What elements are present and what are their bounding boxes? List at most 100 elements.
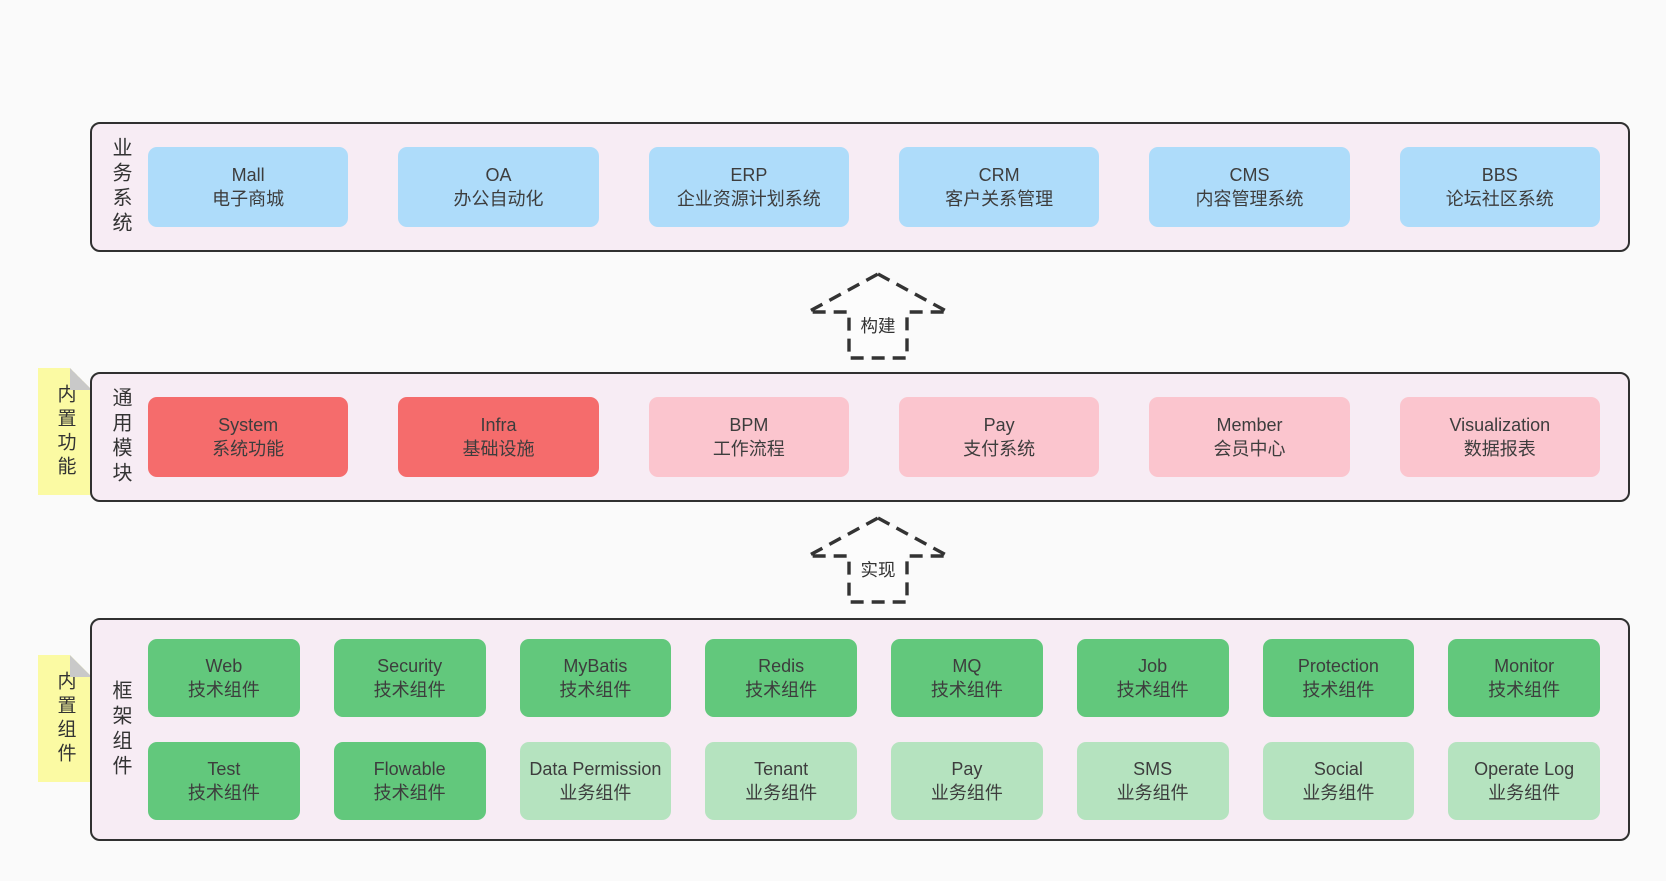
box-title: Web: [205, 656, 243, 676]
box-subtitle: 技术组件: [373, 783, 446, 803]
panel-common-modules: 通用模块 System 系统功能 Infra 基础设施 BPM 工作流程 Pay…: [90, 372, 1630, 502]
box-operate-log: Operate Log 业务组件: [1448, 742, 1600, 820]
box-subtitle: 技术组件: [559, 680, 632, 700]
box-subtitle: 技术组件: [1302, 680, 1375, 700]
box-subtitle: 技术组件: [1488, 680, 1561, 700]
box-title: Job: [1138, 656, 1168, 676]
box-title: Visualization: [1449, 415, 1551, 435]
panel-label-text: 业务系统: [109, 137, 131, 237]
box-job: Job 技术组件: [1076, 639, 1229, 717]
box-visualization: Visualization 数据报表: [1399, 397, 1600, 477]
box-flowable: Flowable 技术组件: [333, 742, 486, 820]
box-data-permission: Data Permission 业务组件: [519, 742, 672, 820]
box-title: MQ: [952, 656, 982, 676]
build-arrow-icon: 构建: [807, 272, 949, 360]
box-title: Monitor: [1494, 656, 1555, 676]
panel-label-text: 通用模块: [109, 387, 131, 487]
box-title: Redis: [758, 656, 805, 676]
implement-arrow-label: 实现: [861, 560, 896, 580]
box-member: Member 会员中心: [1149, 397, 1350, 477]
box-title: Pay: [951, 759, 983, 779]
box-mq: MQ 技术组件: [891, 639, 1043, 717]
build-arrow-label: 构建: [861, 316, 896, 336]
box-subtitle: 业务组件: [559, 783, 632, 803]
box-subtitle: 业务组件: [1488, 783, 1561, 803]
panel-framework-components: 框架组件 Web 技术组件 Security 技术组件 MyBatis 技术组件…: [90, 618, 1630, 841]
box-protection: Protection 技术组件: [1262, 639, 1415, 717]
box-subtitle: 会员中心: [1213, 439, 1286, 459]
box-pay-module: Pay 支付系统: [898, 397, 1100, 477]
box-security: Security 技术组件: [333, 639, 486, 717]
sticky-built-in-functions: 内置功能: [38, 368, 92, 495]
box-erp: ERP 企业资源计划系统: [648, 147, 849, 227]
box-title: Data Permission: [529, 759, 662, 779]
box-sms: SMS 业务组件: [1076, 742, 1229, 820]
box-subtitle: 技术组件: [1116, 680, 1189, 700]
sticky-built-in-components: 内置组件: [38, 655, 92, 782]
box-subtitle: 技术组件: [930, 680, 1003, 700]
box-title: Tenant: [754, 759, 809, 779]
box-crm: CRM 客户关系管理: [898, 147, 1100, 227]
box-title: Mall: [231, 165, 265, 185]
box-title: Pay: [983, 415, 1015, 435]
box-mybatis: MyBatis 技术组件: [519, 639, 672, 717]
box-subtitle: 企业资源计划系统: [676, 189, 821, 209]
box-test: Test 技术组件: [148, 742, 300, 820]
box-subtitle: 内容管理系统: [1195, 189, 1304, 209]
box-title: CMS: [1229, 165, 1270, 185]
box-cms: CMS 内容管理系统: [1149, 147, 1350, 227]
box-title: Test: [207, 759, 241, 779]
box-mall: Mall 电子商城: [148, 147, 349, 227]
sticky-text: 内置功能: [54, 383, 76, 480]
box-monitor: Monitor 技术组件: [1448, 639, 1600, 717]
box-title: System: [218, 415, 279, 435]
box-tenant: Tenant 业务组件: [705, 742, 857, 820]
box-subtitle: 业务组件: [745, 783, 818, 803]
box-title: OA: [485, 165, 512, 185]
box-subtitle: 技术组件: [373, 680, 446, 700]
box-oa: OA 办公自动化: [398, 147, 599, 227]
panel-label-common-modules: 通用模块: [92, 374, 148, 500]
sticky-text: 内置组件: [54, 670, 76, 767]
panel-label-business-systems: 业务系统: [92, 124, 148, 250]
implement-arrow-icon: 实现: [807, 516, 949, 604]
box-title: Member: [1216, 415, 1283, 435]
panel-label-framework-components: 框架组件: [92, 620, 148, 839]
box-subtitle: 电子商城: [212, 189, 285, 209]
box-pay-component: Pay 业务组件: [891, 742, 1043, 820]
box-subtitle: 技术组件: [187, 680, 260, 700]
common-modules-box-row: System 系统功能 Infra 基础设施 BPM 工作流程 Pay 支付系统…: [148, 374, 1628, 500]
box-title: Flowable: [373, 759, 446, 779]
box-subtitle: 基础设施: [462, 439, 535, 459]
box-social: Social 业务组件: [1262, 742, 1415, 820]
box-title: ERP: [730, 165, 768, 185]
box-bpm: BPM 工作流程: [648, 397, 849, 477]
box-subtitle: 系统功能: [212, 439, 285, 459]
box-subtitle: 业务组件: [930, 783, 1003, 803]
panel-label-text: 框架组件: [109, 679, 131, 780]
box-system: System 系统功能: [148, 397, 349, 477]
box-subtitle: 业务组件: [1116, 783, 1189, 803]
box-title: SMS: [1133, 759, 1173, 779]
box-title: MyBatis: [563, 656, 628, 676]
box-subtitle: 工作流程: [712, 439, 785, 459]
box-title: BBS: [1481, 165, 1518, 185]
box-title: Operate Log: [1474, 759, 1575, 779]
box-web: Web 技术组件: [148, 639, 300, 717]
framework-components-grid: Web 技术组件 Security 技术组件 MyBatis 技术组件 Redi…: [148, 620, 1628, 839]
box-redis: Redis 技术组件: [705, 639, 857, 717]
box-title: Security: [377, 656, 443, 676]
box-subtitle: 论坛社区系统: [1445, 189, 1554, 209]
box-title: BPM: [729, 415, 769, 435]
box-title: Infra: [480, 415, 517, 435]
box-subtitle: 技术组件: [187, 783, 260, 803]
box-subtitle: 业务组件: [1302, 783, 1375, 803]
box-subtitle: 客户关系管理: [945, 189, 1054, 209]
box-title: Social: [1313, 759, 1363, 779]
box-bbs: BBS 论坛社区系统: [1399, 147, 1600, 227]
panel-business-systems: 业务系统 Mall 电子商城 OA 办公自动化 ERP 企业资源计划系统 CRM…: [90, 122, 1630, 252]
box-title: CRM: [978, 165, 1020, 185]
box-infra: Infra 基础设施: [398, 397, 599, 477]
box-subtitle: 办公自动化: [453, 189, 544, 209]
box-subtitle: 支付系统: [963, 439, 1036, 459]
